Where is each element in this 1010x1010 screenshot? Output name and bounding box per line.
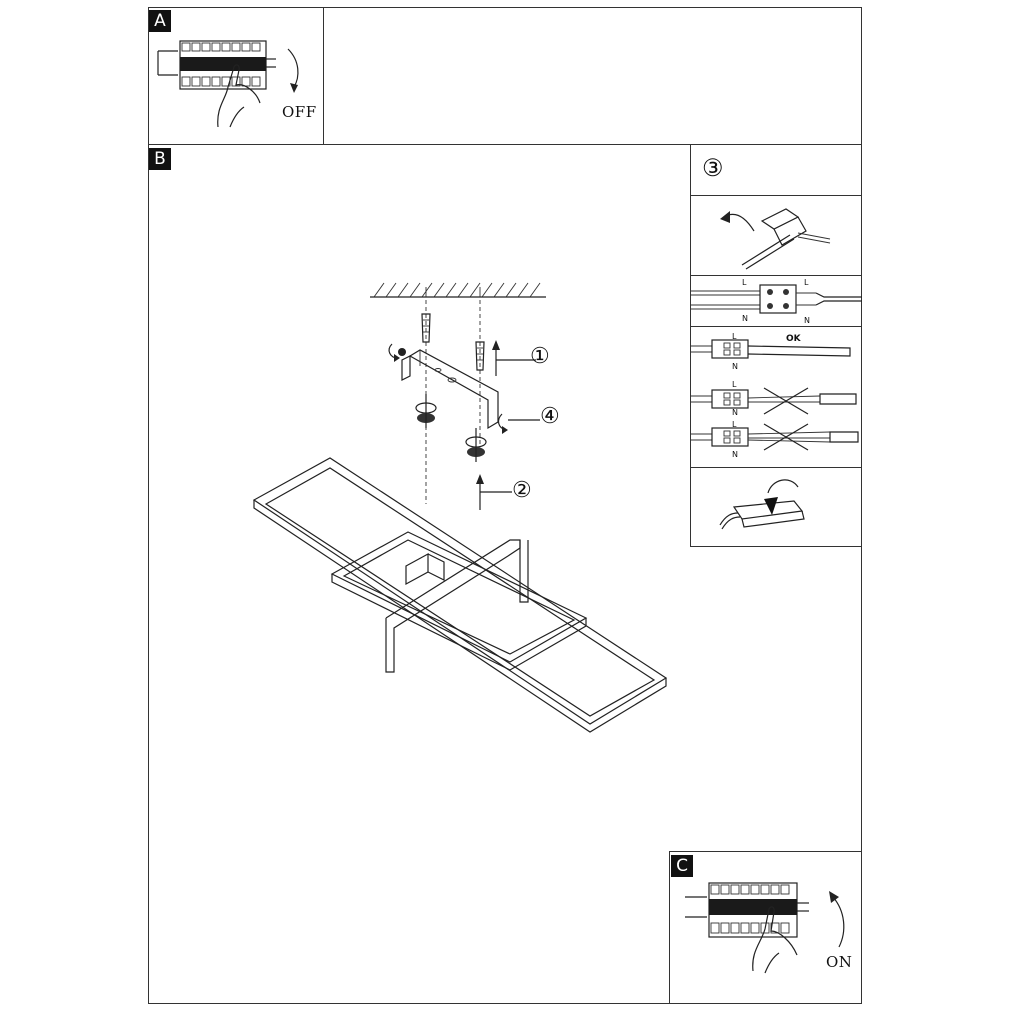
step-3-callout: ③	[702, 154, 724, 182]
breaker-on-illustration	[685, 882, 845, 974]
open-connector-illustration	[720, 208, 831, 270]
strip-wrong1-neutral: N	[732, 408, 738, 417]
off-label: OFF	[282, 103, 317, 121]
panel-b	[148, 144, 862, 1004]
screw-left	[415, 394, 437, 428]
panel-a-blank	[323, 7, 862, 145]
strip-length-illustration	[690, 339, 859, 451]
wiring-live-left: L	[742, 278, 747, 287]
close-connector-illustration	[719, 479, 805, 530]
wiring-neutral-right: N	[804, 316, 810, 325]
rotate-icon-top	[388, 343, 406, 362]
strip-wrong2-live: L	[732, 420, 737, 429]
wiring-neutral-left: N	[742, 314, 748, 323]
panel-b-tag: B	[149, 148, 171, 170]
breaker-on-modules	[709, 884, 797, 934]
panel-c	[669, 851, 862, 1004]
strip-ok-label: OK	[786, 334, 801, 344]
on-label: ON	[826, 953, 853, 971]
strip-wrong1-live: L	[732, 380, 737, 389]
breaker-modules	[180, 42, 266, 87]
strip-ok-neutral: N	[732, 362, 738, 371]
step-4-callout: ④	[540, 404, 560, 429]
wall-plug-left	[421, 313, 431, 343]
fixture-mounting-diagram	[252, 282, 668, 733]
strip-wrong2-neutral: N	[732, 450, 738, 459]
screw-right	[465, 428, 487, 462]
light-fixture	[252, 457, 668, 733]
terminal-wiring-illustration	[690, 284, 862, 314]
wiring-live-right: L	[804, 278, 809, 287]
wall-plug-right	[475, 341, 485, 371]
panel-a-tag: A	[149, 10, 171, 32]
step-1-callout: ①	[530, 344, 550, 369]
step-3-close-box	[690, 467, 862, 547]
breaker-off-illustration	[157, 40, 299, 128]
rotate-icon-right	[497, 413, 508, 434]
step-2-callout: ②	[512, 478, 532, 503]
strip-ok-live: L	[732, 332, 737, 341]
panel-c-tag: C	[671, 855, 693, 877]
ceiling	[370, 282, 546, 298]
